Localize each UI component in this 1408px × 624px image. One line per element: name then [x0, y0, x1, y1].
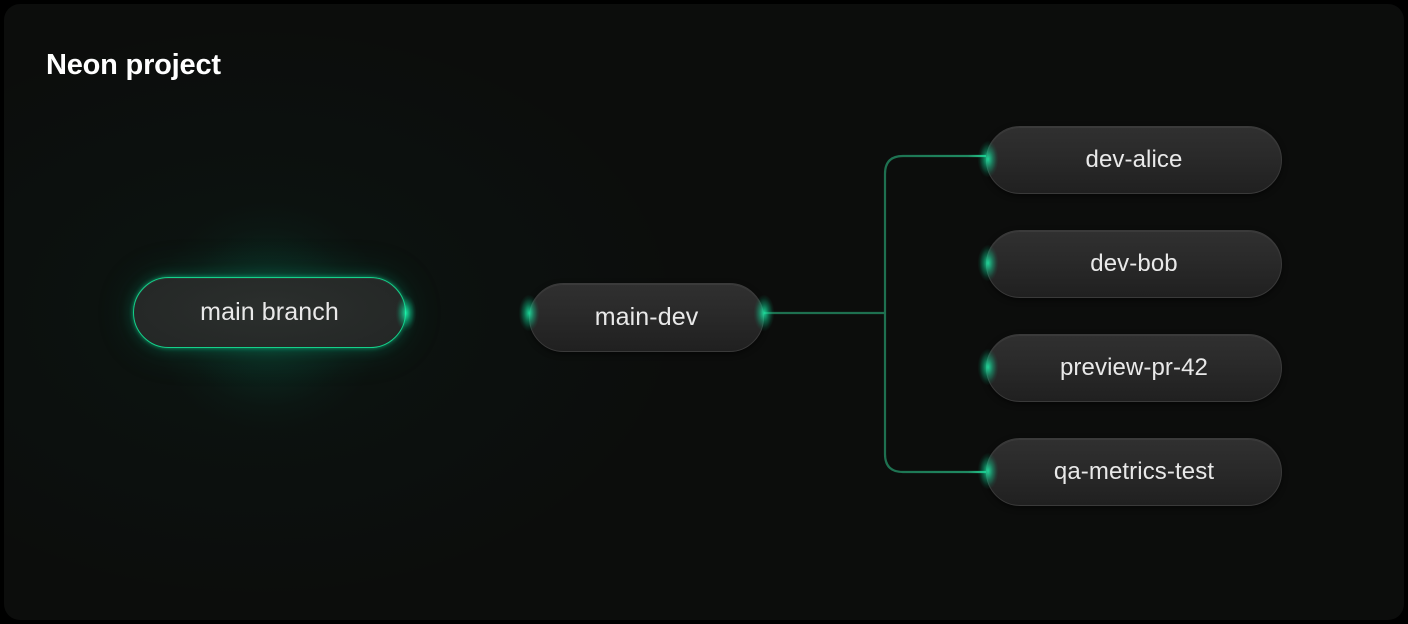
- branch-node-dev-alice[interactable]: dev-alice: [986, 126, 1282, 194]
- branch-node-preview-pr-42[interactable]: preview-pr-42: [986, 334, 1282, 402]
- branch-node-label: dev-bob: [1090, 250, 1178, 277]
- branch-diagram: main branch main-dev dev-alice dev-bob p…: [4, 4, 1404, 620]
- branch-node-label: preview-pr-42: [1059, 354, 1209, 381]
- branch-node-label: main-dev: [594, 303, 699, 331]
- branch-node-label: dev-alice: [1085, 146, 1183, 173]
- page-title: Neon project: [46, 49, 221, 81]
- branch-node-main-branch[interactable]: main branch: [133, 277, 406, 348]
- branch-node-main-dev[interactable]: main-dev: [529, 283, 764, 352]
- branch-node-dev-bob[interactable]: dev-bob: [986, 230, 1282, 298]
- branch-node-label: main branch: [200, 298, 339, 326]
- branch-node-label: qa-metrics-test: [1053, 458, 1215, 485]
- branch-node-qa-metrics-test[interactable]: qa-metrics-test: [986, 438, 1282, 506]
- project-panel: Neon project: [4, 4, 1404, 620]
